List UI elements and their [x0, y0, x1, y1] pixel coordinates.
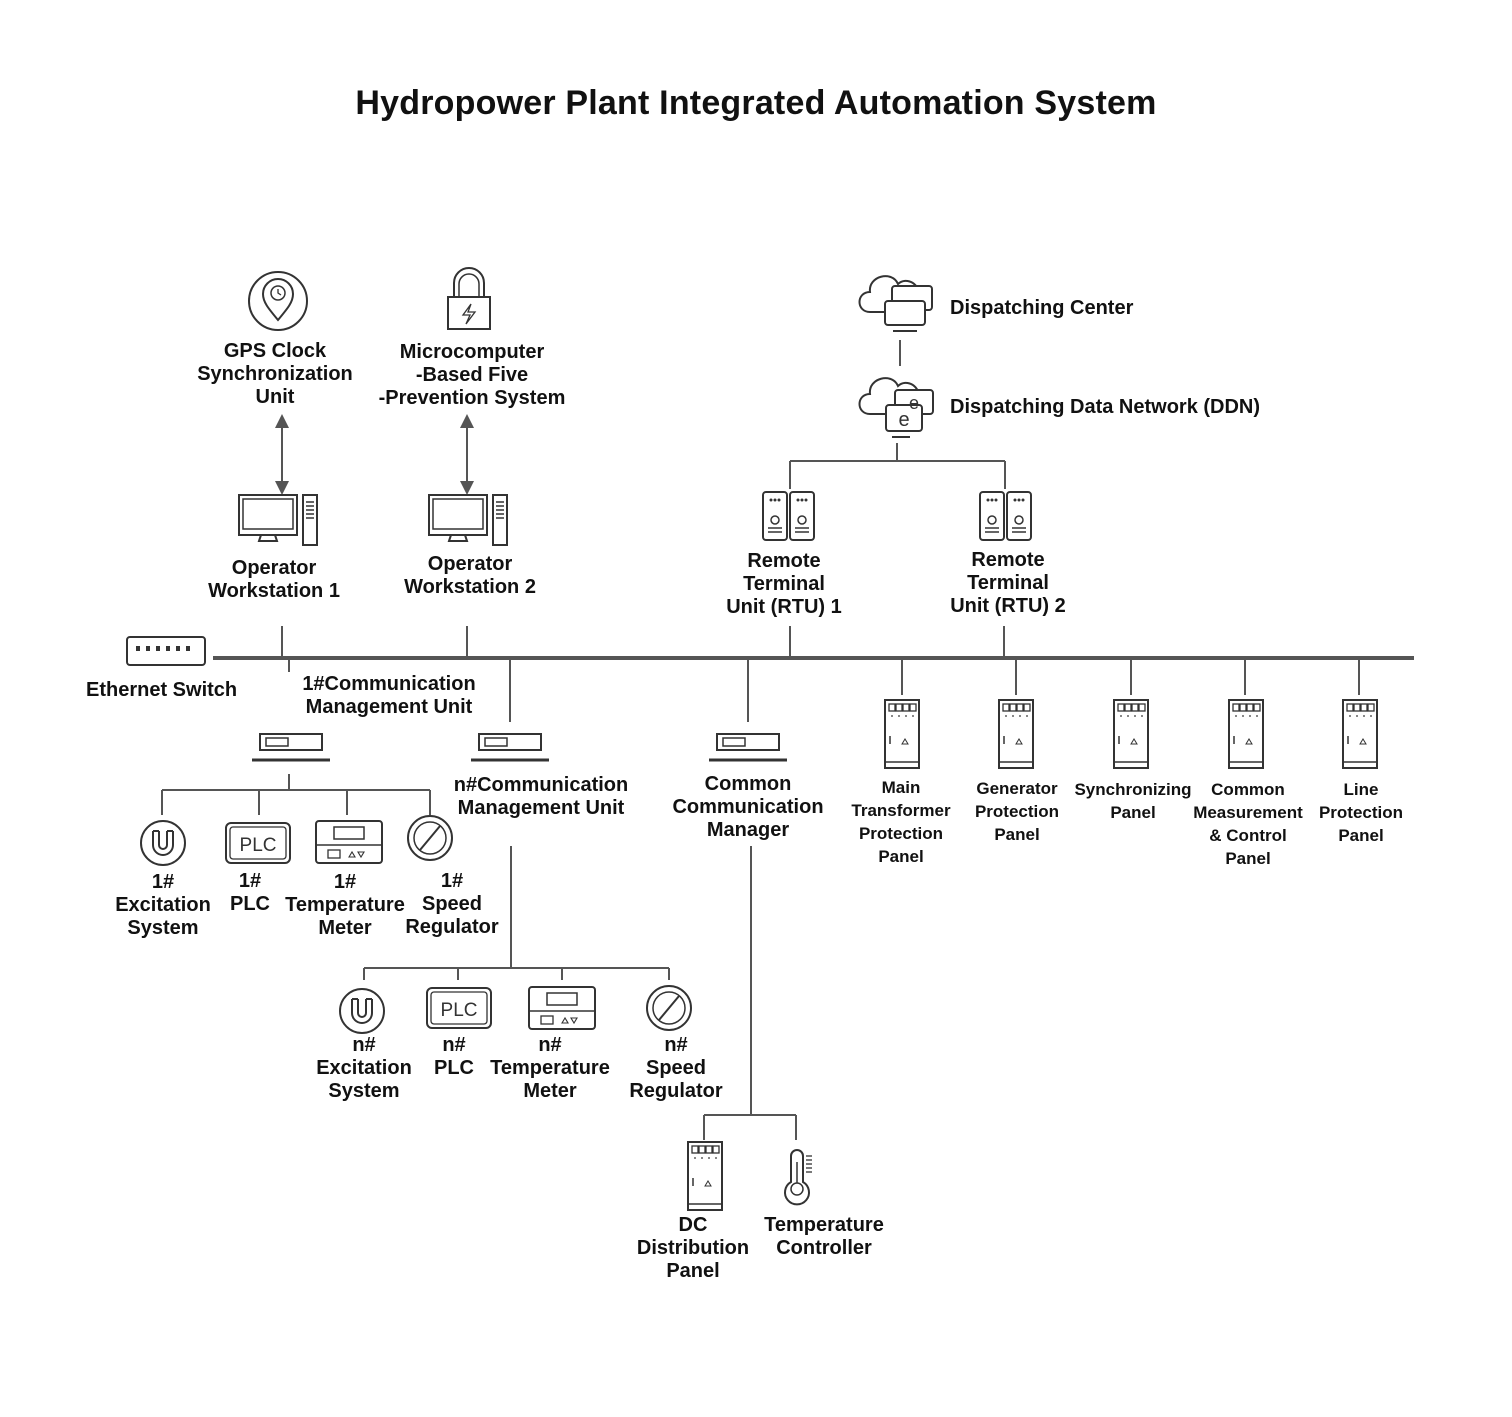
- temp-meter-n-icon: [528, 986, 596, 1030]
- synchronizing-panel-icon: [1113, 699, 1149, 769]
- generator-protection-label: Generator Protection Panel: [974, 779, 1060, 844]
- rtu-2-label: Remote Terminal Unit (RTU) 2: [950, 549, 1066, 617]
- operator-ws-1-icon: [238, 494, 318, 546]
- plc-n-label: n# PLC: [434, 1034, 474, 1079]
- common-comm-manager-icon: [707, 732, 789, 762]
- common-measurement-label: Common Measurement & Control Panel: [1193, 780, 1303, 868]
- operator-ws-2-label: Operator Workstation 2: [404, 553, 536, 598]
- thermometer-icon: [784, 1149, 812, 1206]
- rtu-1-label: Remote Terminal Unit (RTU) 1: [726, 550, 842, 618]
- comm-unit-n-label: n#Communication Management Unit: [453, 774, 629, 819]
- dc-panel-icon: [687, 1141, 723, 1211]
- plc-n-icon: PLC: [426, 987, 492, 1029]
- dc-panel-label: DC Distribution Panel: [636, 1214, 750, 1282]
- plc-n-icon-text: PLC: [441, 1000, 478, 1021]
- rtu-2-icon: [979, 491, 1032, 541]
- connectors: [161, 340, 1414, 1140]
- excitation-n-icon: [339, 988, 385, 1034]
- speed-regulator-n-label: n# Speed Regulator: [629, 1034, 723, 1102]
- padlock-icon: [447, 267, 491, 330]
- main-transformer-label: Main Transformer Protection Panel: [851, 778, 951, 866]
- five-prevention-label: Microcomputer -Based Five -Prevention Sy…: [378, 341, 566, 409]
- excitation-1-label: 1# Excitation System: [115, 871, 211, 939]
- excitation-n-label: n# Excitation System: [316, 1034, 412, 1102]
- comm-unit-n-icon: [469, 732, 551, 762]
- main-transformer-panel-icon: [884, 699, 920, 769]
- plc-1-label: 1# PLC: [230, 870, 270, 915]
- diagram-title: Hydropower Plant Integrated Automation S…: [355, 84, 1157, 122]
- ddn-icon-letter-back: e: [909, 393, 919, 413]
- line-protection-label: Line Protection Panel: [1318, 780, 1404, 845]
- temp-meter-1-label: 1# Temperature Meter: [285, 871, 405, 939]
- ethernet-switch-label: Ethernet Switch: [86, 679, 238, 701]
- excitation-1-icon: [140, 820, 186, 866]
- speed-regulator-1-label: 1# Speed Regulator: [405, 870, 499, 938]
- rtu-1-icon: [762, 491, 815, 541]
- comm-unit-1-label: 1#Communication Management Unit: [302, 673, 476, 718]
- temperature-controller-label: Temperature Controller: [764, 1214, 884, 1259]
- speed-regulator-n-icon: [646, 985, 692, 1031]
- speed-regulator-1-icon: [407, 815, 453, 861]
- comm-unit-1-icon: [250, 732, 332, 762]
- synchronizing-label: Synchronizing Panel: [1074, 780, 1192, 822]
- dispatching-center-icon: [858, 275, 933, 332]
- gps-clock-label: GPS Clock Synchronization Unit: [197, 340, 353, 408]
- common-measurement-panel-icon: [1228, 699, 1264, 769]
- ddn-icon-letter: e: [898, 409, 909, 431]
- dispatching-center-label: Dispatching Center: [950, 297, 1134, 319]
- generator-protection-panel-icon: [998, 699, 1034, 769]
- line-protection-panel-icon: [1342, 699, 1378, 769]
- ddn-label: Dispatching Data Network (DDN): [950, 396, 1261, 418]
- operator-ws-1-label: Operator Workstation 1: [208, 557, 340, 602]
- ddn-icon: e e: [858, 377, 934, 438]
- common-comm-manager-label: Common Communication Manager: [672, 773, 824, 841]
- gps-clock-icon: [248, 271, 308, 331]
- plc-1-icon-text: PLC: [240, 835, 277, 856]
- operator-ws-2-icon: [428, 494, 508, 546]
- plc-1-icon: PLC: [225, 822, 291, 864]
- temp-meter-1-icon: [315, 820, 383, 864]
- network-switch-icon: [126, 636, 206, 666]
- temp-meter-n-label: n# Temperature Meter: [490, 1034, 610, 1102]
